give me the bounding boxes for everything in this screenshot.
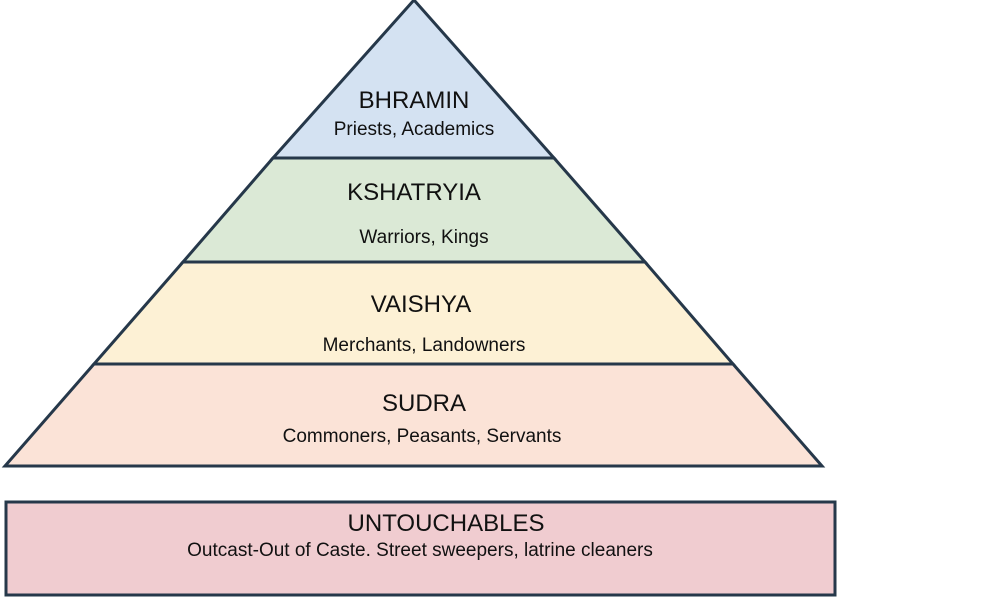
tier-kshatryia-subtitle: Warriors, Kings [359,227,488,248]
tier-bhramin-title: BHRAMIN [359,87,470,114]
tier-vaishya: VAISHYA Merchants, Landowners [90,260,737,366]
tier-bhramin-subtitle: Priests, Academics [334,119,495,140]
outcast-box: UNTOUCHABLES Outcast-Out of Caste. Stree… [4,500,837,597]
outcast-subtitle: Outcast-Out of Caste. Street sweepers, l… [187,540,653,561]
outcast-box-shape [4,500,837,597]
tier-kshatryia-title: KSHATRYIA [347,179,481,206]
tier-vaishya-title: VAISHYA [371,291,471,318]
tier-sudra-title: SUDRA [382,390,466,417]
tier-kshatryia: KSHATRYIA Warriors, Kings [179,156,649,264]
outcast-title: UNTOUCHABLES [348,510,545,537]
tier-sudra: SUDRA Commoners, Peasants, Servants [1,362,826,468]
tier-sudra-subtitle: Commoners, Peasants, Servants [283,426,562,447]
tier-sudra-shape [1,362,826,468]
tier-vaishya-subtitle: Merchants, Landowners [323,335,526,356]
tier-bhramin: BHRAMIN Priests, Academics [269,0,558,160]
